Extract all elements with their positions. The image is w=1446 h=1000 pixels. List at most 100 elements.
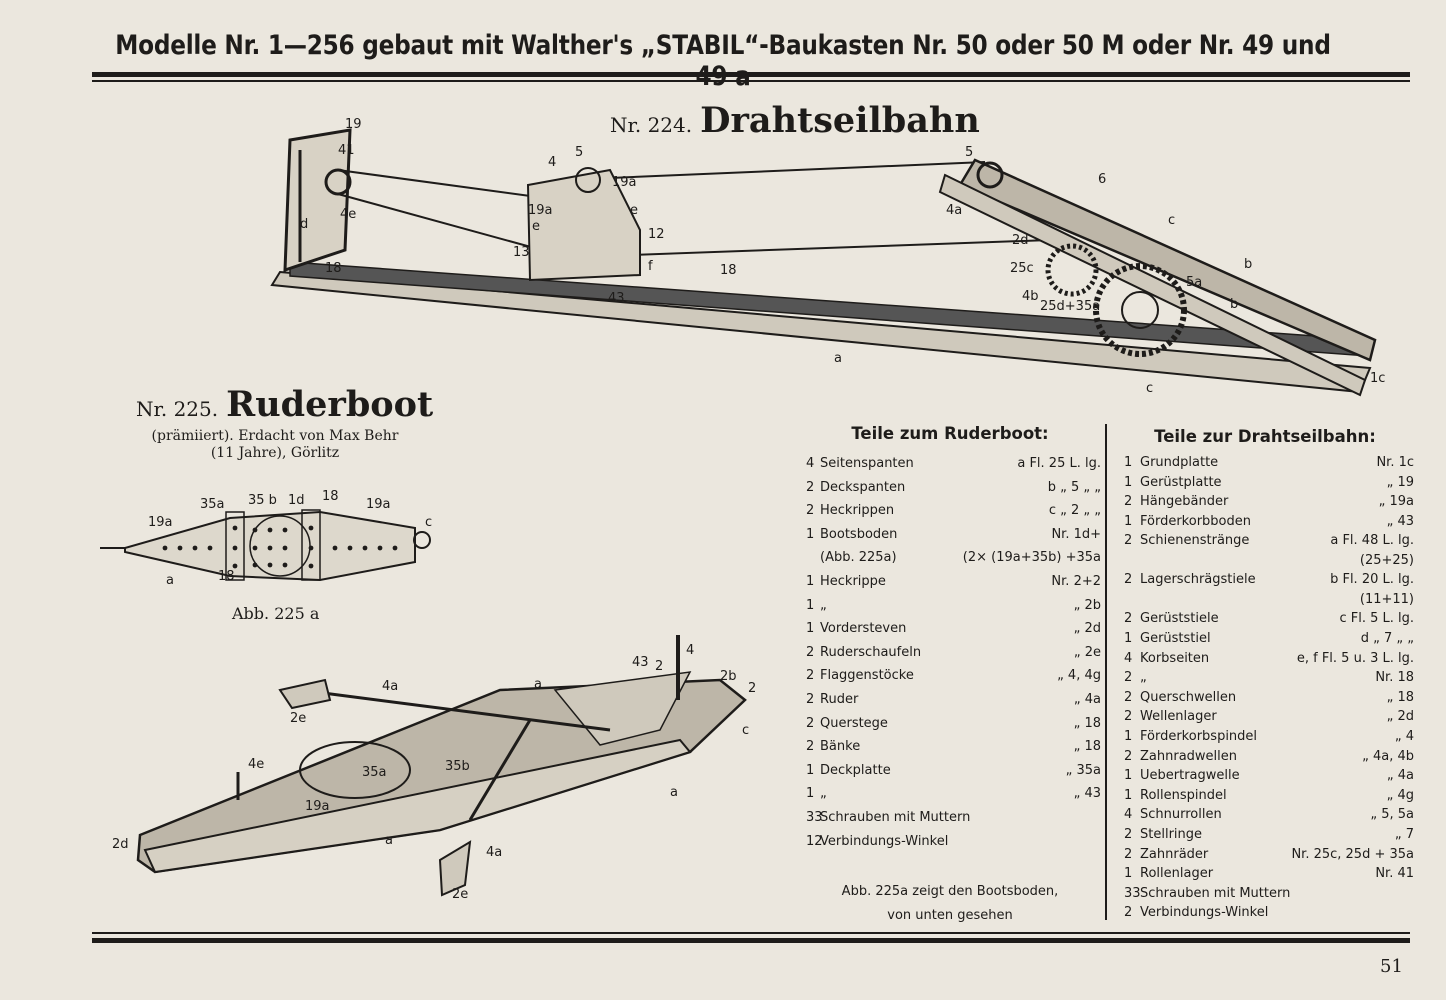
- part-quantity: 1: [806, 762, 815, 778]
- svg-text:35 b: 35 b: [248, 493, 277, 508]
- svg-text:4: 4: [548, 155, 556, 170]
- part-designation: Nr. 1d+: [1051, 526, 1101, 542]
- part-name: Bänke: [820, 739, 861, 755]
- part-designation: (2× (19a+35b) +35a: [962, 550, 1101, 566]
- svg-text:1d: 1d: [288, 493, 305, 508]
- part-name: Gerüstplatte: [1140, 474, 1222, 490]
- model-224-number: Nr. 224.: [610, 113, 693, 137]
- parts-row: 2 Heckrippen c „ 2 „ „: [806, 499, 1101, 523]
- svg-text:c: c: [742, 723, 749, 738]
- part-quantity: 4: [806, 456, 815, 471]
- part-name: Grundplatte: [1140, 455, 1219, 470]
- svg-text:25d+35a: 25d+35a: [1040, 299, 1100, 314]
- parts-row: 33Schrauben mit Muttern: [806, 806, 1101, 830]
- part-designation: „ 2d: [1386, 709, 1414, 725]
- part-quantity: 2: [806, 668, 815, 684]
- svg-text:6: 6: [1098, 172, 1106, 187]
- svg-text:c: c: [1168, 213, 1175, 228]
- model-225-credit: (prämiiert). Erdacht von Max Behr (11 Ja…: [130, 428, 420, 462]
- svg-text:18: 18: [325, 261, 342, 276]
- svg-text:18: 18: [720, 263, 737, 278]
- part-name: Korbseiten: [1140, 650, 1210, 666]
- svg-text:2d: 2d: [112, 837, 129, 852]
- svg-text:b: b: [1230, 297, 1238, 312]
- svg-text:43: 43: [608, 291, 625, 306]
- svg-text:1c: 1c: [1370, 371, 1385, 386]
- parts-row: 2 Verbindungs-Winkel: [1124, 903, 1414, 923]
- svg-text:a: a: [670, 785, 678, 800]
- part-quantity: 2: [1124, 826, 1133, 842]
- svg-text:4b: 4b: [1022, 289, 1039, 304]
- part-quantity: 2: [1124, 905, 1133, 921]
- svg-text:35a: 35a: [362, 765, 387, 780]
- svg-text:25c: 25c: [1010, 261, 1034, 276]
- part-quantity: 1: [1124, 513, 1133, 529]
- svg-text:19a: 19a: [148, 515, 173, 530]
- svg-text:b: b: [1244, 257, 1252, 272]
- footer-rule-thick: [92, 938, 1410, 943]
- parts-ruderboot-note: Abb. 225a zeigt den Bootsboden, von unte…: [800, 880, 1100, 928]
- part-designation: Nr. 2+2: [1051, 573, 1101, 589]
- svg-text:2e: 2e: [452, 887, 468, 902]
- svg-text:19a: 19a: [305, 799, 330, 814]
- part-quantity: 4: [1124, 650, 1133, 666]
- part-name: Ruderschaufeln: [820, 644, 922, 660]
- part-quantity: 2: [806, 479, 815, 495]
- part-quantity: 2: [1124, 748, 1133, 764]
- part-designation: Nr. 1c: [1376, 455, 1414, 470]
- svg-text:4e: 4e: [340, 207, 356, 222]
- parts-row: 4 Seitenspanten a Fl. 25 L. lg.: [806, 452, 1101, 476]
- part-designation: a Fl. 48 L. lg.: [1330, 533, 1414, 549]
- parts-row: 1„„ 43: [806, 782, 1101, 806]
- svg-text:18: 18: [322, 489, 339, 504]
- part-quantity: 2: [806, 503, 815, 519]
- note-line-2: von unten gesehen: [887, 908, 1013, 923]
- svg-text:13: 13: [513, 245, 530, 260]
- part-name: Gerüststiele: [1140, 611, 1219, 627]
- part-quantity: 2: [1124, 572, 1133, 588]
- svg-text:a: a: [534, 677, 542, 692]
- part-designation: Nr. 41: [1375, 866, 1414, 882]
- part-name: Querschwellen: [1140, 689, 1237, 705]
- part-name: Uebertragwelle: [1140, 768, 1240, 784]
- part-quantity: 2: [806, 691, 815, 707]
- part-quantity: 12: [806, 833, 823, 849]
- svg-text:2d: 2d: [1012, 233, 1029, 248]
- part-name: Zahnradwellen: [1140, 748, 1238, 764]
- part-designation: „ 4a: [1386, 768, 1414, 784]
- part-designation: c „ 2 „ „: [1048, 503, 1101, 519]
- part-name: Wellenlager: [1140, 709, 1217, 725]
- part-name: Schienenstränge: [1140, 533, 1250, 549]
- svg-text:41: 41: [338, 143, 355, 158]
- part-quantity: 33: [1124, 885, 1141, 901]
- svg-text:4a: 4a: [946, 203, 962, 218]
- svg-text:5a: 5a: [1186, 275, 1202, 290]
- svg-text:c: c: [425, 515, 432, 530]
- part-name: Förderkorbspindel: [1140, 728, 1258, 744]
- part-name: Heckrippen: [820, 503, 895, 519]
- part-designation: a Fl. 25 L. lg.: [1017, 456, 1101, 471]
- part-designation: c Fl. 5 L. lg.: [1339, 611, 1414, 627]
- part-designation: b Fl. 20 L. lg.: [1330, 572, 1414, 588]
- model-225-heading: Nr. 225.Ruderboot: [136, 384, 433, 425]
- part-name: Verbindungs-Winkel: [1140, 905, 1269, 921]
- part-name: Förderkorbboden: [1140, 513, 1251, 529]
- part-name: Schrauben mit Muttern: [1140, 885, 1291, 901]
- part-name: Seitenspanten: [820, 456, 914, 471]
- part-name: Verbindungs-Winkel: [820, 833, 949, 849]
- part-quantity: 1: [1124, 455, 1133, 470]
- part-name: Lagerschrägstiele: [1140, 572, 1256, 588]
- part-quantity: 2: [1124, 689, 1133, 705]
